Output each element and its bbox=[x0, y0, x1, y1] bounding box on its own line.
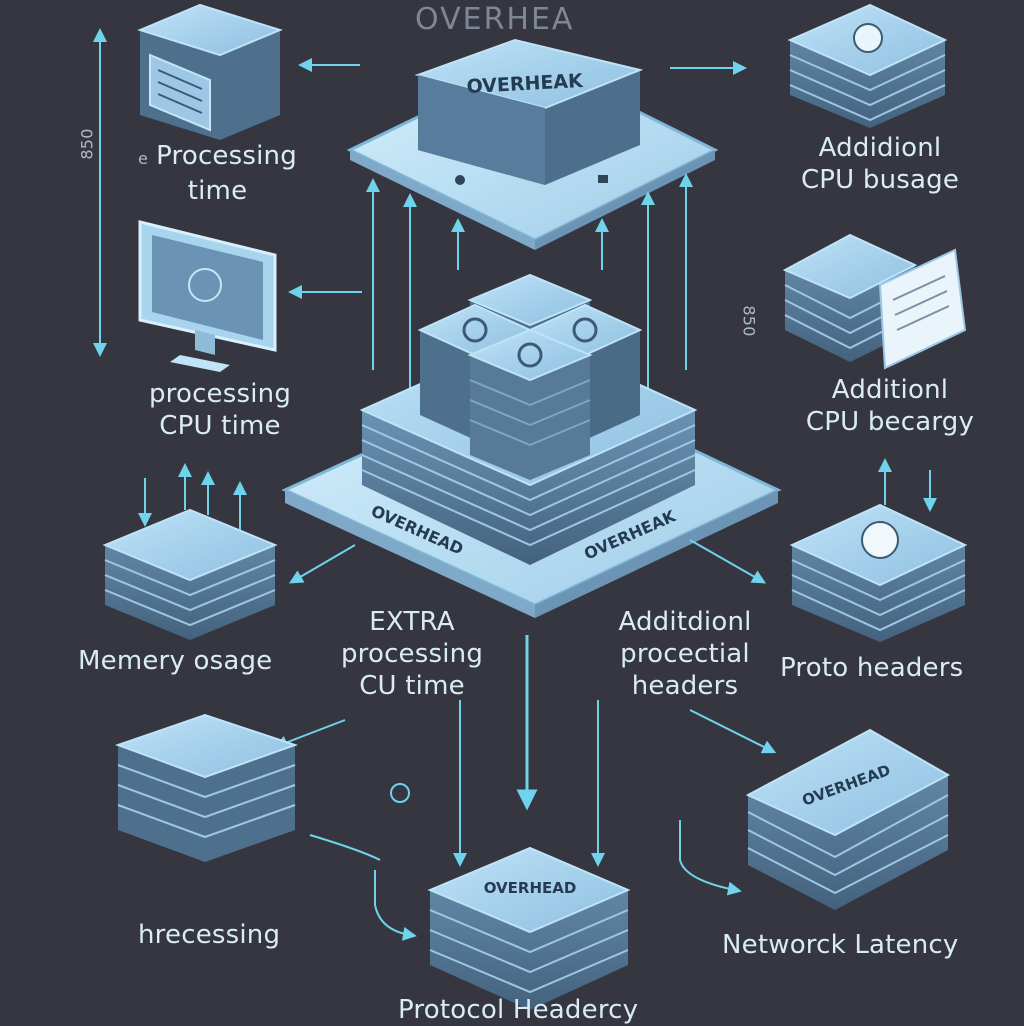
label-extra-processing: EXTRA processing CU time bbox=[322, 606, 502, 702]
label-extra-processing-line1: EXTRA bbox=[369, 607, 455, 637]
top-overhead-platform bbox=[346, 38, 719, 250]
label-processing-time: e Processing time bbox=[115, 140, 320, 207]
label-additional-cpu-busage: Addidionl CPU busage bbox=[770, 132, 990, 196]
label-additional-cpu-busage-line1: Addidionl bbox=[818, 133, 942, 163]
right-axis-label: 850 bbox=[739, 305, 759, 337]
stack-with-document-right bbox=[782, 233, 967, 370]
server-box-top-left bbox=[137, 3, 283, 140]
down-arrows bbox=[453, 635, 605, 867]
label-processing-time-line1: Processing bbox=[156, 141, 297, 171]
bottom-block-label: OVERHEAD bbox=[484, 879, 577, 897]
server-rack-bottom-left bbox=[115, 713, 299, 862]
label-processing-cpu-time-line1: processing bbox=[148, 379, 292, 409]
label-processing-time-line2: time bbox=[187, 176, 248, 206]
label-memory-usage: Memery osage bbox=[78, 646, 273, 676]
label-extra-processing-line2: processing bbox=[340, 639, 484, 669]
side-arrows bbox=[273, 58, 777, 941]
label-additional-protocol-headers-line2: procectial bbox=[620, 639, 750, 669]
upward-arrows bbox=[366, 173, 693, 395]
network-overhead-box bbox=[745, 728, 951, 910]
flower-stack-right bbox=[789, 458, 968, 642]
memory-stack-left bbox=[102, 463, 278, 640]
label-processing-cpu-time: processing CPU time bbox=[120, 378, 320, 442]
bottom-overhead-block bbox=[427, 846, 631, 1010]
left-axis-label: 850 bbox=[77, 128, 97, 160]
label-additional-protocol-headers: Additdionl procectial headers bbox=[600, 606, 770, 702]
label-bottom-caption: Protocol Headercy bbox=[398, 995, 639, 1025]
label-additional-cpu-busage-line2: CPU busage bbox=[800, 165, 960, 195]
label-protocol-headers-right: Proto headers bbox=[780, 653, 964, 683]
label-processing-cpu-time-line2: CPU time bbox=[159, 411, 281, 441]
label-additional-cpu-becargy-line1: Additionl bbox=[831, 375, 949, 405]
label-additional-protocol-headers-line3: headers bbox=[631, 671, 739, 701]
label-additional-protocol-headers-line1: Additdionl bbox=[618, 607, 752, 637]
top-ghost-title: OVERHEA bbox=[415, 2, 575, 37]
label-network-latency: Networck Latency bbox=[722, 930, 959, 960]
label-additional-cpu-becargy-line2: CPU becargy bbox=[805, 407, 975, 437]
label-additional-cpu-becargy: Additionl CPU becargy bbox=[780, 374, 1000, 438]
central-top-blocks bbox=[417, 273, 643, 480]
label-processing-time-bullet: e bbox=[138, 149, 149, 168]
label-hrecessing: hrecessing bbox=[138, 920, 281, 950]
label-extra-processing-line3: CU time bbox=[359, 671, 465, 701]
monitor-left bbox=[138, 220, 277, 372]
box-top-right bbox=[787, 3, 948, 128]
